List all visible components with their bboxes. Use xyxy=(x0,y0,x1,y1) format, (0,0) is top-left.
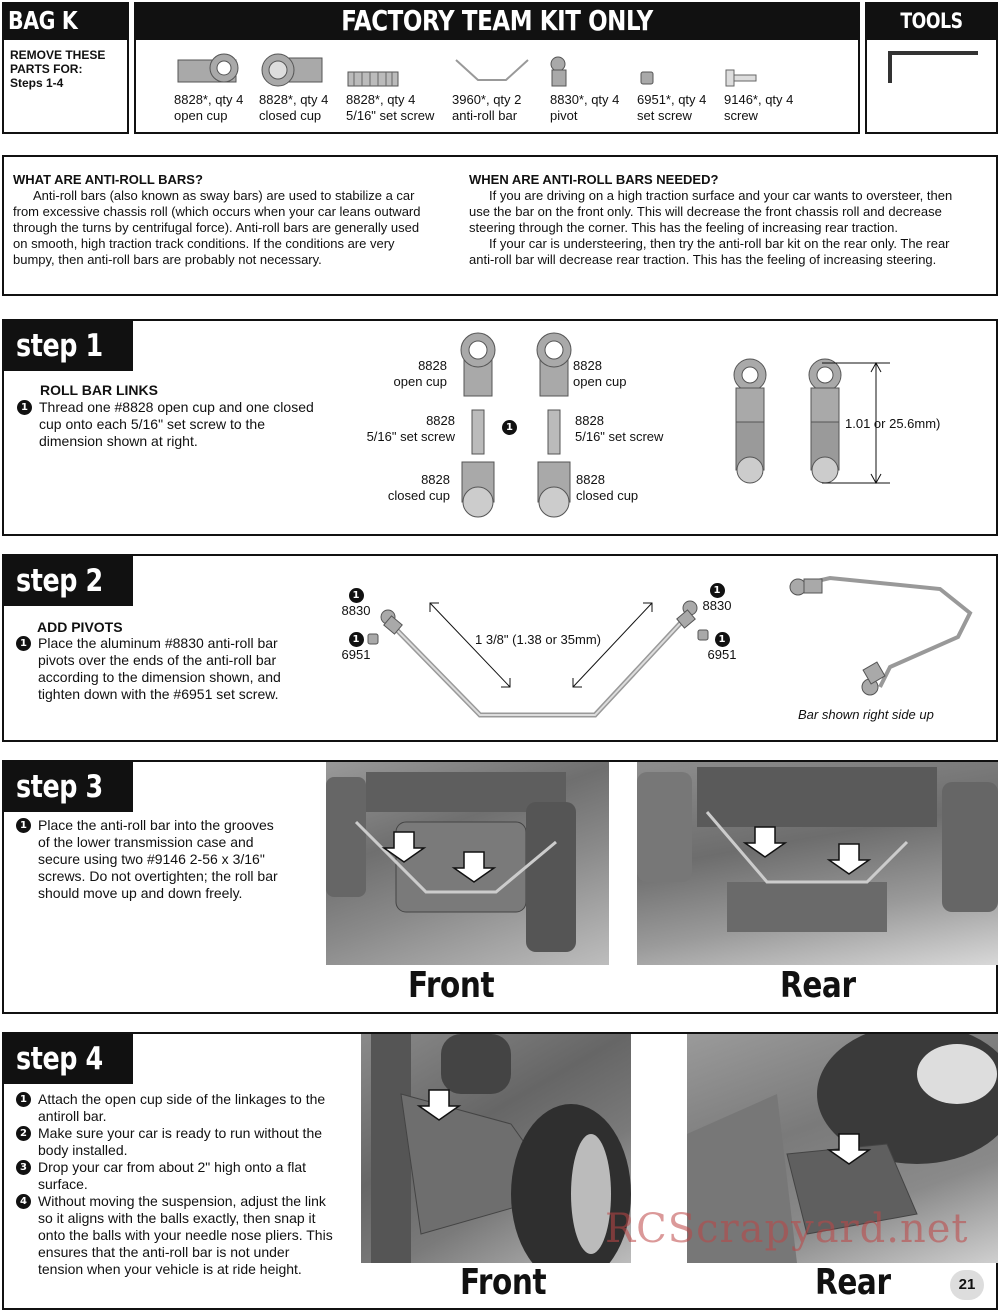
step2-box xyxy=(2,554,998,742)
closed-cup-part-left xyxy=(461,461,495,518)
anti-roll-bar-drawing xyxy=(390,613,690,718)
step1-mid-number: 1 xyxy=(502,417,517,435)
step1-heading: ROLL BAR LINKS xyxy=(40,382,158,398)
step4-item-1: 1 Attach the open cup side of the linkag… xyxy=(16,1091,361,1125)
pivot-right xyxy=(676,600,698,629)
tools-title: TOOLS USED xyxy=(865,2,998,71)
set-screw-small-icon xyxy=(640,71,654,85)
page-number: 21 xyxy=(950,1270,984,1300)
dimension-arrows xyxy=(429,602,653,688)
set-screw-part-right xyxy=(547,409,561,455)
watermark: RCScrapyard.net xyxy=(605,1206,969,1252)
step4-item-4: 4 Without moving the suspension, adjust … xyxy=(16,1193,361,1278)
closed-cup-part-right xyxy=(537,461,571,518)
step3-front-photo xyxy=(326,762,609,965)
step3-instruction: 1 Place the anti-roll bar into the groov… xyxy=(16,817,316,902)
step1-diagram xyxy=(460,332,890,518)
step2-tab: step 2 xyxy=(2,556,133,606)
info-right: WHEN ARE ANTI-ROLL BARS NEEDED? If you a… xyxy=(469,172,994,268)
step4-item-3: 3 Drop your car from about 2" high onto … xyxy=(16,1159,361,1193)
set-screw-icon xyxy=(347,71,399,87)
step1-tab: step 1 xyxy=(2,321,133,371)
screw-icon xyxy=(725,69,757,87)
step3-tab: step 3 xyxy=(2,762,133,812)
open-cup-part-left xyxy=(460,332,496,397)
set-screw-right xyxy=(697,629,709,641)
open-cup-icon xyxy=(177,53,239,83)
info-right-heading: WHEN ARE ANTI-ROLL BARS NEEDED? xyxy=(469,172,719,187)
step2-diagram xyxy=(367,575,973,718)
dimension-line xyxy=(822,361,890,485)
step4-tab: step 4 xyxy=(2,1034,133,1084)
right-screw-label: 1 6951 xyxy=(707,632,737,662)
bag-label: BAG K xyxy=(2,2,129,40)
step4-rear-photo xyxy=(687,1034,998,1263)
step4-front-photo xyxy=(361,1034,631,1263)
step2-dimension-label: 1 3/8" (1.38 or 35mm) xyxy=(475,632,602,647)
set-screw-left xyxy=(367,633,379,645)
assembled-link-1 xyxy=(733,358,767,484)
pivot-icon xyxy=(550,56,567,87)
closed-cup-icon xyxy=(261,53,323,87)
info-left: WHAT ARE ANTI-ROLL BARS? Anti-roll bars … xyxy=(13,172,458,268)
step4-rear-label: Rear xyxy=(815,1262,891,1303)
remove-parts-text: REMOVE THESE PARTS FOR: Steps 1-4 xyxy=(10,48,106,90)
assembled-link-2 xyxy=(808,358,842,484)
step1-instruction: 1 Thread one #8828 open cup and one clos… xyxy=(17,399,347,450)
kit-title: FACTORY TEAM KIT ONLY xyxy=(134,2,860,40)
info-left-heading: WHAT ARE ANTI-ROLL BARS? xyxy=(13,172,203,187)
set-screw-part-left xyxy=(471,409,485,455)
step2-instruction: 1 Place the aluminum #8830 anti-roll bar… xyxy=(16,635,336,703)
parts-icons xyxy=(177,53,757,87)
dimension-label: 1.01 or 25.6mm) xyxy=(845,416,941,431)
step4-instructions: 1 Attach the open cup side of the linkag… xyxy=(16,1091,361,1278)
hex-wrench-icon xyxy=(888,51,978,83)
pivot-left xyxy=(380,609,403,635)
right-pivot-label: 1 8830 xyxy=(702,583,732,613)
step4-item-2: 2 Make sure your car is ready to run wit… xyxy=(16,1125,361,1159)
info-box xyxy=(2,155,998,296)
step2-heading: ADD PIVOTS xyxy=(37,619,123,635)
step3-rear-photo xyxy=(637,762,998,965)
bar-right-side-up xyxy=(789,575,973,696)
open-cup-part-right xyxy=(536,332,572,397)
step3-rear-label: Rear xyxy=(780,965,856,1006)
step3-front-label: Front xyxy=(408,965,495,1006)
step4-front-label: Front xyxy=(460,1262,547,1303)
anti-roll-bar-icon xyxy=(455,59,529,81)
bar-caption: Bar shown right side up xyxy=(798,707,934,722)
left-screw-label: 1 6951 xyxy=(341,632,371,662)
left-pivot-label: 1 8830 xyxy=(341,588,371,618)
